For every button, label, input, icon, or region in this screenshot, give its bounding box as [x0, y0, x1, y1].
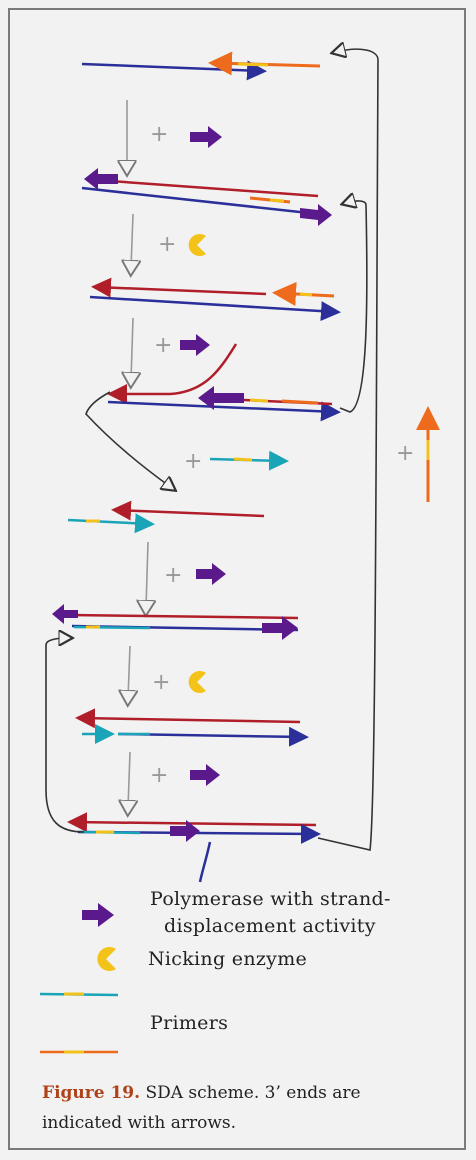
step-arrow-3: [131, 317, 133, 380]
figure-caption: Figure 19. SDA scheme. 3’ ends are indic…: [42, 1078, 442, 1138]
plus-icon: +: [184, 449, 202, 474]
legend-nicking-label: Nicking enzyme: [148, 948, 308, 970]
step-arrow-2: [131, 213, 133, 268]
step-6-duplex: [52, 604, 299, 640]
step-4-displacement: [107, 343, 341, 422]
plus-icon: +: [164, 563, 182, 588]
step-2-duplex: [81, 168, 332, 226]
plus-icon: +: [158, 232, 176, 257]
figure-frame: [8, 8, 466, 1150]
plus-icon: +: [154, 333, 172, 358]
nicking-enzyme-icon: [188, 234, 206, 256]
polymerase-icon: [190, 764, 220, 786]
plus-icon: +: [150, 763, 168, 788]
polymerase-icon: [196, 563, 226, 585]
polymerase-icon: [180, 334, 210, 356]
legend-polymerase-line-2: displacement activity: [164, 915, 376, 937]
step-3-duplex: [89, 277, 341, 322]
step-8-duplex: [67, 812, 321, 883]
legend-polymerase-line-1: Polymerase with strand-: [150, 888, 391, 910]
legend-nicking-enzyme-icon: [97, 947, 116, 971]
caption-figure-label: Figure 19.: [42, 1083, 141, 1103]
plus-icon: +: [396, 441, 414, 466]
step-5-duplex: [67, 500, 265, 534]
step-1-duplex: [81, 51, 321, 81]
primer-icon: [209, 450, 289, 471]
right-loop-inner: [340, 201, 368, 413]
right-loop-outer: [317, 49, 379, 851]
step-7-duplex: [75, 708, 309, 747]
cycle-loop-arrow: [85, 391, 172, 488]
plus-icon: +: [150, 122, 168, 147]
step-arrow-6: [128, 645, 130, 698]
legend-primer-cyan-icon: [39, 992, 119, 997]
plus-icon: +: [152, 670, 170, 695]
step-arrow-7: [128, 751, 130, 808]
legend-primers-label: Primers: [150, 1012, 229, 1034]
caption-text: SDA scheme. 3’ ends are indicated with a…: [42, 1083, 361, 1133]
nicking-enzyme-icon: [188, 671, 206, 693]
legend-polymerase-icon: [82, 903, 114, 927]
polymerase-icon: [190, 126, 222, 148]
legend-polymerase-label: Polymerase with strand- displacement act…: [150, 886, 391, 940]
step-arrow-5: [146, 541, 148, 608]
left-loop: [45, 638, 85, 833]
